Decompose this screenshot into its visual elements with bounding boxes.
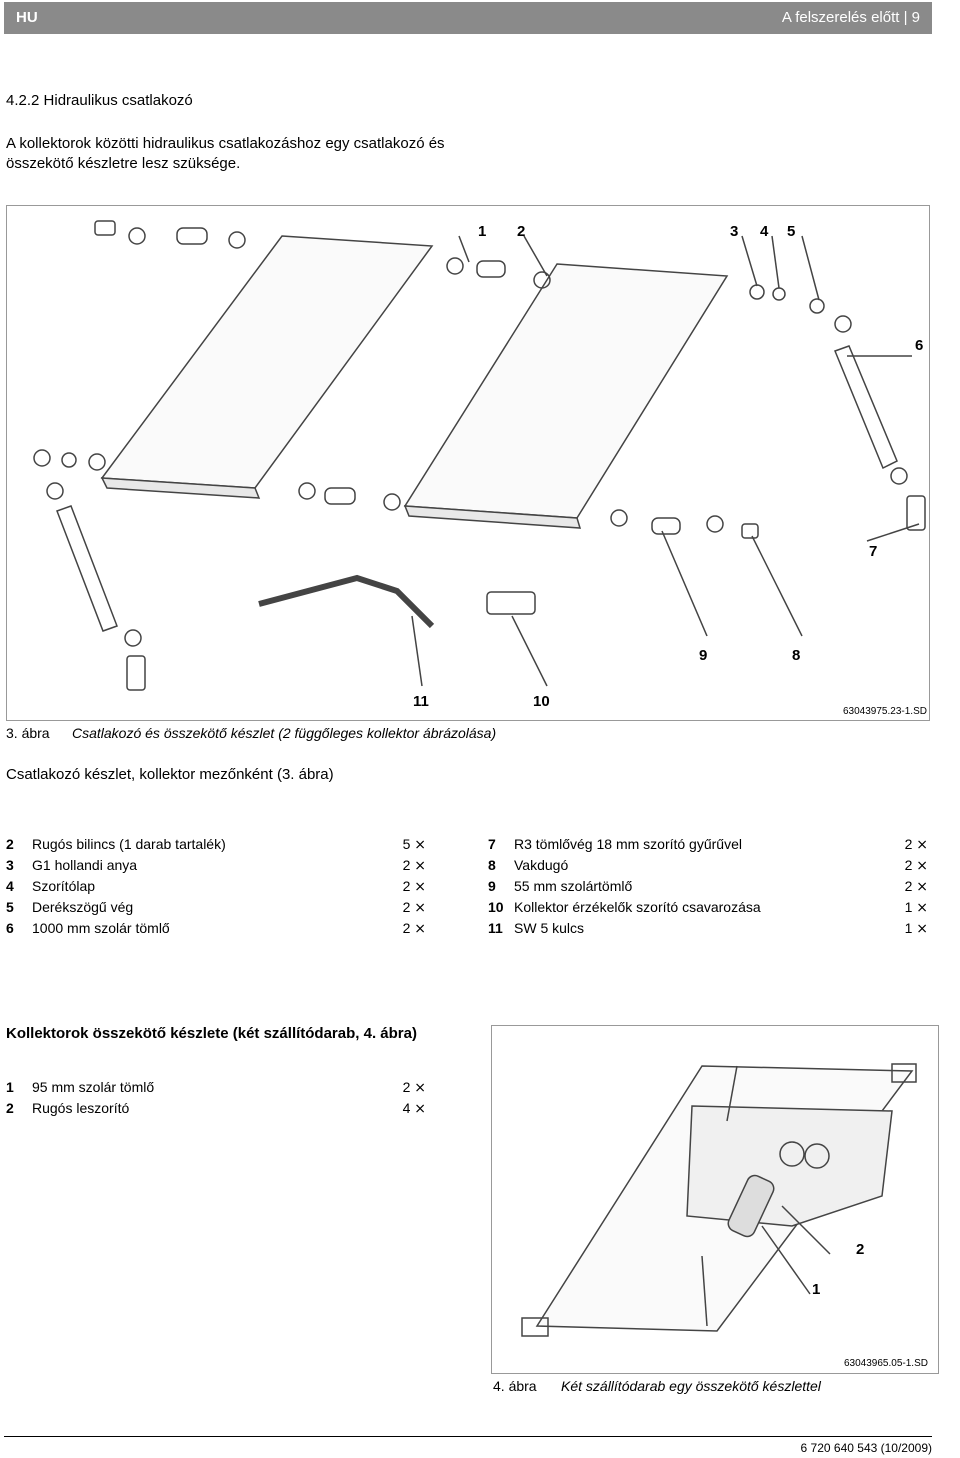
- footer-divider: [4, 1436, 932, 1437]
- fig4-label-1: 1: [812, 1281, 820, 1298]
- item-number: 7: [488, 836, 496, 852]
- list-item: 9 55 mm szolártömlő 2 ⨯: [488, 878, 928, 899]
- figure-4-illustration: 2 1 63043965.05-1.SD: [521, 1063, 928, 1369]
- item-quantity: 2 ⨯: [402, 857, 426, 873]
- fig3-label-11: 11: [413, 693, 429, 710]
- item-text: 95 mm szolár tömlő: [32, 1079, 155, 1095]
- fig3-label-7: 7: [869, 543, 877, 560]
- fig3-label-10: 10: [533, 693, 550, 710]
- item-number: 5: [6, 899, 14, 915]
- fig3-code: 63043975.23-1.SD: [843, 706, 927, 717]
- list-item: 2 Rugós leszorító 4 ⨯: [6, 1100, 426, 1121]
- item-quantity: 2 ⨯: [402, 878, 426, 894]
- item-quantity: 4 ⨯: [402, 1100, 426, 1116]
- item-number: 11: [488, 920, 503, 936]
- linking-kit-list: 1 95 mm szolár tömlő 2 ⨯ 2 Rugós leszorító 4 …: [6, 1079, 426, 1121]
- fig3-label-1: 1: [478, 223, 486, 240]
- item-number: 6: [6, 920, 14, 936]
- item-quantity: 1 ⨯: [904, 920, 928, 936]
- item-number: 2: [6, 836, 14, 852]
- item-text: Szorítólap: [32, 878, 96, 894]
- fig3-label-4: 4: [760, 223, 769, 240]
- item-number: 8: [488, 857, 496, 873]
- item-text: Derékszögű vég: [32, 899, 134, 915]
- page-number: 9: [911, 9, 920, 26]
- list-item: 1 95 mm szolár tömlő 2 ⨯: [6, 1079, 426, 1100]
- list-item: 4 Szorítólap 2 ⨯: [6, 878, 426, 899]
- connector-kit-list-right: 7 R3 tömlővég 18 mm szorító gyűrűvel 2 ⨯ 8 V…: [488, 836, 928, 941]
- item-number: 10: [488, 899, 504, 915]
- item-text: Kollektor érzékelők szorító csavarozása: [514, 899, 761, 915]
- item-text: G1 hollandi anya: [32, 857, 138, 873]
- item-quantity: 2 ⨯: [904, 857, 928, 873]
- item-number: 9: [488, 878, 496, 894]
- connector-kit-list-left: 2 Rugós bilincs (1 darab tartalék) 5 ⨯ 3 G1 …: [6, 836, 426, 941]
- list-item: 6 1000 mm szolár tömlő 2 ⨯: [6, 920, 426, 941]
- item-number: 4: [6, 878, 14, 894]
- fig3-label-2: 2: [517, 223, 525, 240]
- fig3-label-9: 9: [699, 647, 707, 664]
- list-item: 7 R3 tömlővég 18 mm szorító gyűrűvel 2 ⨯: [488, 836, 928, 857]
- item-text: R3 tömlővég 18 mm szorító gyűrűvel: [514, 836, 742, 852]
- fig3-label-6: 6: [915, 337, 923, 354]
- item-text: 1000 mm szolár tömlő: [32, 920, 170, 936]
- fig3-label-8: 8: [792, 647, 800, 664]
- linking-kit-title: Kollektorok összekötő készlete (két szál…: [6, 1025, 417, 1042]
- item-quantity: 5 ⨯: [402, 836, 426, 852]
- list-item: 10 Kollektor érzékelők szorító csavarozás…: [488, 899, 928, 920]
- fig4-code: 63043965.05-1.SD: [844, 1358, 928, 1369]
- fig4-label-2: 2: [856, 1241, 864, 1258]
- fig3-label-5: 5: [787, 223, 795, 240]
- item-text: SW 5 kulcs: [514, 920, 585, 936]
- list-item: 3 G1 hollandi anya 2 ⨯: [6, 857, 426, 878]
- item-number: 1: [6, 1079, 14, 1095]
- item-quantity: 1 ⨯: [904, 899, 928, 915]
- item-number: 2: [6, 1100, 14, 1116]
- item-quantity: 2 ⨯: [402, 920, 426, 936]
- fig3-label-3: 3: [730, 223, 738, 240]
- list-item: 8 Vakdugó 2 ⨯: [488, 857, 928, 878]
- item-quantity: 2 ⨯: [904, 878, 928, 894]
- item-quantity: 2 ⨯: [904, 836, 928, 852]
- language-code: HU: [16, 9, 38, 26]
- item-text: Vakdugó: [514, 857, 569, 873]
- list-item: 11 SW 5 kulcs 1 ⨯: [488, 920, 928, 941]
- list-item: 5 Derékszögű vég 2 ⨯: [6, 899, 426, 920]
- item-text: 55 mm szolártömlő: [514, 878, 633, 894]
- figure-3: 1 2 3 4 5 6 7 8 9 10 11 63043975.23-1.SD: [6, 205, 930, 721]
- header-section: A felszerelés előtt | 9: [781, 9, 920, 26]
- footer-doc-number: 6 720 640 543 (10/2009): [800, 1441, 932, 1455]
- page-header: HU A felszerelés előtt | 9: [4, 2, 932, 34]
- figure-4: 2 1 63043965.05-1.SD: [491, 1025, 939, 1374]
- item-number: 3: [6, 857, 14, 873]
- intro-paragraph: A kollektorok közötti hidraulikus csatla…: [6, 135, 445, 172]
- item-text: Rugós leszorító: [32, 1100, 130, 1116]
- section-title: 4.2.2 Hidraulikus csatlakozó: [6, 92, 193, 109]
- list-item: 2 Rugós bilincs (1 darab tartalék) 5 ⨯: [6, 836, 426, 857]
- item-text: Rugós bilincs (1 darab tartalék): [32, 836, 226, 852]
- item-quantity: 2 ⨯: [402, 899, 426, 915]
- connector-kit-title: Csatlakozó készlet, kollektor mezőnként …: [6, 766, 334, 783]
- figure-3-illustration: 1 2 3 4 5 6 7 8 9 10 11 63043975.23-1.SD: [33, 220, 927, 717]
- item-quantity: 2 ⨯: [402, 1079, 426, 1095]
